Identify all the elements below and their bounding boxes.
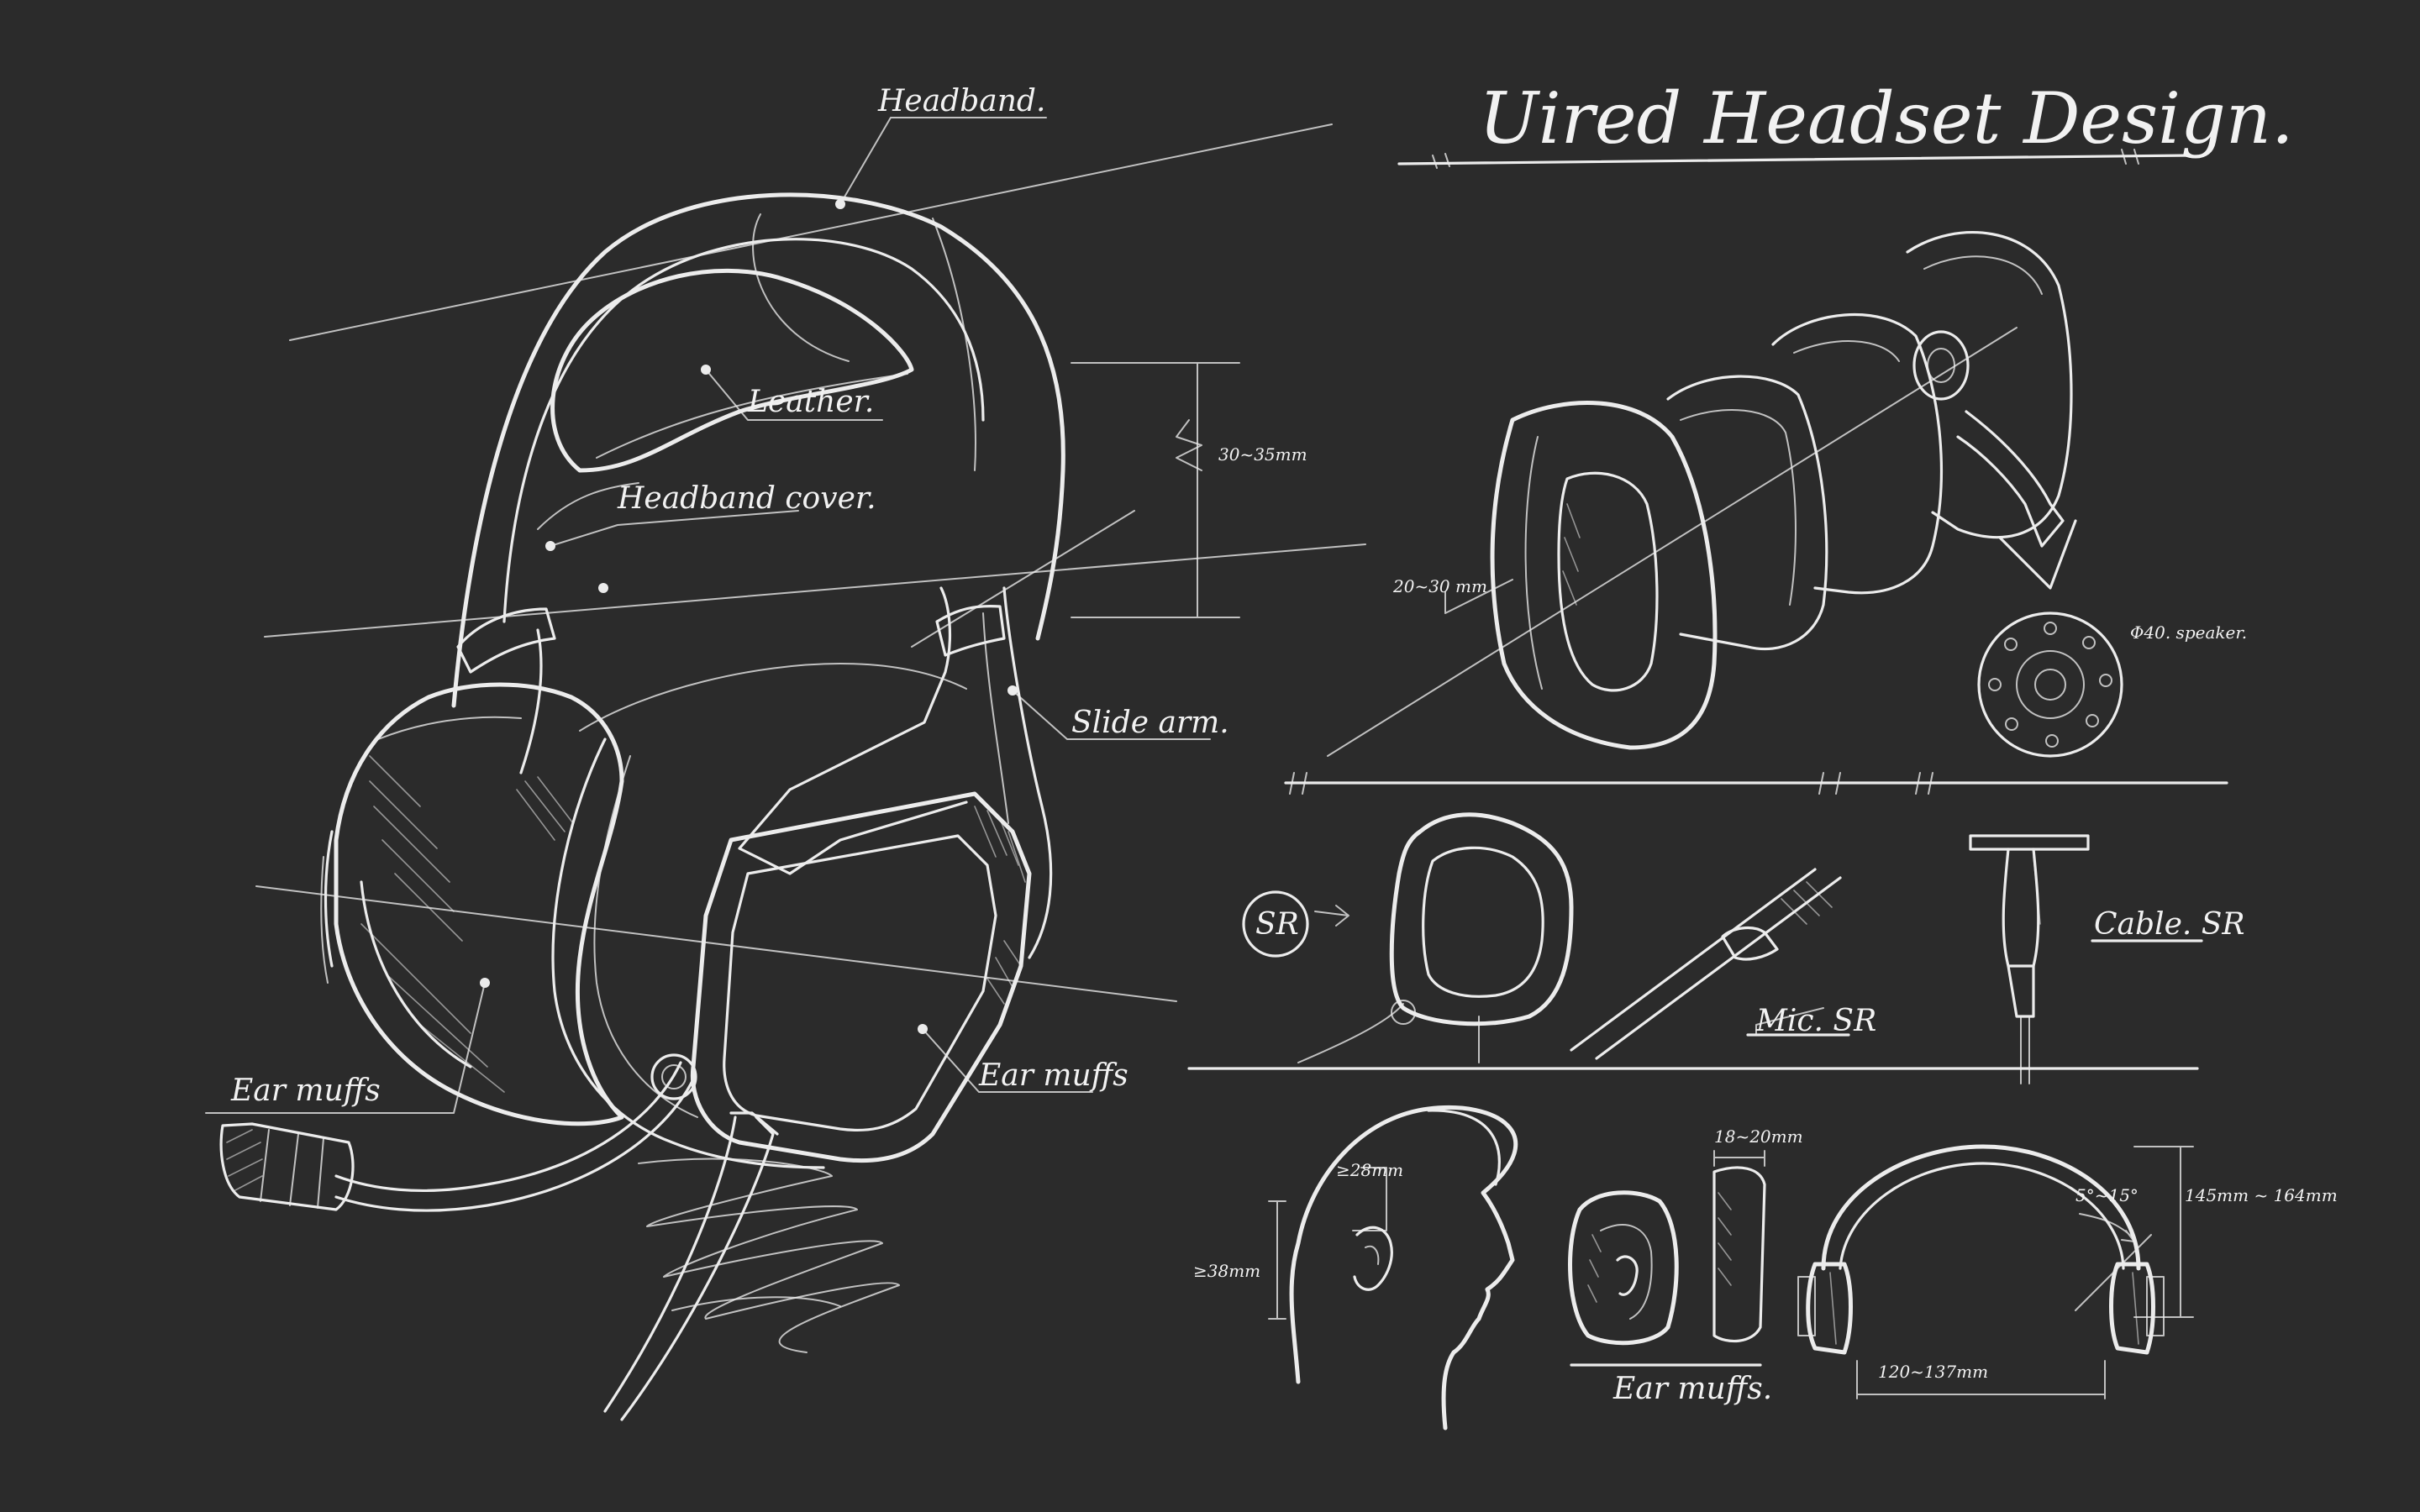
label-mic-sr: Mic. SR <box>1755 1004 1876 1038</box>
dim-height: 145mm ~ 164mm <box>2185 1185 2338 1205</box>
dim-ear-height: ≥28mm <box>1336 1160 1403 1180</box>
dim-headband-height: 30~35mm <box>1218 444 1307 465</box>
ergonomics-sketches <box>1268 1105 2194 1431</box>
label-slide-arm: Slide arm. <box>1071 706 1229 740</box>
dim-ear-depth: ≥38mm <box>1193 1261 1260 1281</box>
title-underline <box>1289 149 2191 795</box>
sr-detail-sketches <box>1187 812 2203 1084</box>
label-ear-muffs-left: Ear muffs <box>230 1074 381 1108</box>
label-cable-sr: Cable. SR <box>2094 907 2245 942</box>
dim-cup-depth: 18~20mm <box>1714 1126 1803 1147</box>
label-speaker: Φ40. speaker. <box>2130 622 2247 643</box>
dim-tilt: 5°~15° <box>2075 1185 2139 1205</box>
main-headset-sketch <box>205 117 1366 1421</box>
label-ear-muffs-right: Ear muffs <box>978 1058 1128 1093</box>
dim-width: 120~137mm <box>1878 1362 1988 1382</box>
label-ear-muffs-bottom: Ear muffs. <box>1612 1372 1772 1406</box>
sr-badge: SR <box>1255 907 1299 942</box>
exploded-earcup-sketch <box>1284 231 2228 785</box>
dim-cushion: 20~30 mm <box>1392 576 1487 596</box>
speaker-holes <box>1988 622 2112 748</box>
label-headband-cover: Headband cover. <box>617 481 876 516</box>
design-title: Uired Headset Design. <box>1479 77 2294 160</box>
label-leather: Leather. <box>747 385 874 419</box>
label-headband: Headband. <box>877 84 1045 118</box>
